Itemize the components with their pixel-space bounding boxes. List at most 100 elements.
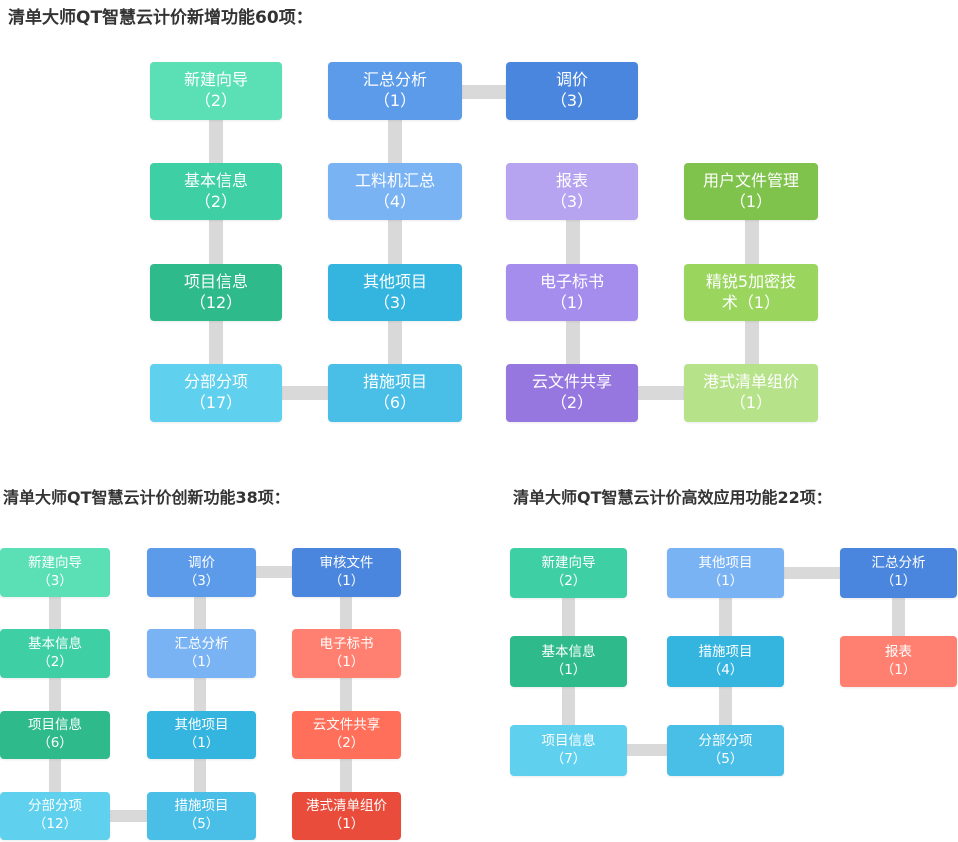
- box-count: （1）: [183, 653, 220, 670]
- feature-box-basic-info: 基本信息（2）: [150, 163, 282, 220]
- box-count: （5）: [183, 816, 220, 832]
- box-count: （2）: [328, 735, 365, 751]
- box-count: （1）: [373, 91, 417, 110]
- box-count: （1）: [880, 573, 917, 589]
- connector: [340, 678, 352, 711]
- feature-box-other-items: 其他项目（3）: [328, 264, 462, 321]
- feature-box-reports: 报表（3）: [506, 163, 638, 220]
- box-label: 基本信息: [183, 170, 248, 190]
- box-label: 项目信息: [28, 717, 82, 734]
- feature-box-price-adjust: 调价（3）: [506, 62, 638, 120]
- box-count: （3）: [37, 572, 73, 589]
- connector: [340, 759, 352, 792]
- box-count: （2）: [37, 653, 73, 670]
- box-label: 云文件共享: [531, 372, 612, 392]
- connector: [745, 321, 759, 364]
- box-label: 调价: [555, 70, 588, 90]
- connector: [562, 687, 575, 725]
- box-label: 报表: [555, 170, 588, 190]
- box-label: 其他项目: [362, 271, 427, 291]
- feature-box-user-files: 用户文件管理（1）: [684, 163, 818, 220]
- feature-box-summary-analysis: 汇总分析（1）: [840, 548, 957, 598]
- connector: [194, 759, 206, 792]
- connector: [638, 386, 684, 400]
- connector: [209, 120, 223, 163]
- feature-box-reports: 报表（1）: [840, 636, 957, 687]
- box-count: （6）: [37, 735, 73, 751]
- box-count: （1）: [328, 653, 365, 670]
- feature-box-basic-info: 基本信息（1）: [510, 636, 627, 687]
- feature-box-other-items: 其他项目（1）: [667, 548, 784, 598]
- box-label: 汇总分析: [174, 635, 229, 652]
- efficiency-title: 清单大师QT智慧云计价高效应用功能22项：: [513, 488, 832, 507]
- box-count: （2）: [194, 191, 238, 211]
- box-label: 报表: [885, 643, 912, 660]
- box-count: （1）: [880, 661, 917, 678]
- connector: [562, 598, 575, 636]
- box-label: 新建向导: [541, 555, 596, 572]
- connector: [719, 687, 732, 725]
- box-count: （3）: [550, 91, 594, 110]
- connector: [892, 598, 905, 636]
- feature-box-materials-summary: 工料机汇总（4）: [328, 163, 462, 220]
- feature-box-e-bid: 电子标书（1）: [292, 629, 401, 678]
- feature-box-project-info: 项目信息（6）: [0, 711, 110, 759]
- box-label: 港式清单组价: [306, 798, 387, 815]
- box-label: 调价: [188, 554, 215, 571]
- feature-box-project-info: 项目信息（12）: [150, 264, 282, 321]
- feature-box-hk-pricing: 港式清单组价（1）: [684, 364, 818, 422]
- connector: [209, 321, 223, 364]
- feature-box-sub-items: 分部分项（5）: [667, 725, 784, 776]
- box-label: 基本信息: [28, 635, 82, 652]
- connector: [194, 597, 206, 629]
- feature-box-sub-items: 分部分项（17）: [150, 364, 282, 422]
- box-count: （17）: [189, 393, 243, 412]
- box-count: （2）: [194, 91, 238, 110]
- box-label: 基本信息: [541, 643, 596, 660]
- connector: [462, 85, 506, 99]
- box-count: （12）: [32, 816, 78, 832]
- box-count: （4）: [707, 661, 744, 678]
- feature-box-cloud-share: 云文件共享（2）: [292, 711, 401, 759]
- feature-box-price-adjust: 调价（3）: [147, 548, 256, 597]
- box-count: （7）: [550, 750, 587, 767]
- connector: [566, 321, 580, 364]
- box-label: 电子标书: [539, 271, 604, 291]
- box-label: 工料机汇总: [354, 170, 435, 190]
- connector: [784, 567, 840, 579]
- feature-box-new-wizard: 新建向导（2）: [150, 62, 282, 120]
- feature-box-basic-info: 基本信息（2）: [0, 629, 110, 678]
- feature-box-measure-items: 措施项目（4）: [667, 636, 784, 687]
- box-label: 措施项目: [698, 643, 753, 660]
- box-count: （2）: [550, 573, 587, 589]
- box-label: 分部分项: [698, 732, 753, 749]
- connector: [627, 744, 667, 756]
- box-count: （1）: [707, 573, 744, 589]
- box-count: （3）: [550, 191, 594, 211]
- box-count: （1）: [328, 572, 365, 589]
- box-label: 汇总分析: [362, 70, 427, 90]
- box-label: 分部分项: [183, 372, 248, 392]
- box-label: 分部分项: [28, 798, 82, 815]
- box-label: 电子标书: [319, 635, 374, 652]
- feature-box-sub-items: 分部分项（12）: [0, 792, 110, 840]
- box-label: 项目信息: [541, 732, 596, 749]
- box-label: 其他项目: [698, 555, 753, 572]
- feature-box-measure-items: 措施项目（5）: [147, 792, 256, 840]
- connector: [49, 759, 61, 792]
- box-count: （5）: [707, 750, 744, 767]
- box-count: （1）: [729, 191, 773, 211]
- main-title: 清单大师QT智慧云计价新增功能60项：: [8, 8, 313, 28]
- connector: [256, 566, 292, 578]
- connector: [49, 597, 61, 629]
- feature-box-encryption: 精锐5加密技术（1）: [684, 264, 818, 321]
- feature-box-new-wizard: 新建向导（3）: [0, 548, 110, 597]
- box-label: 汇总分析: [871, 555, 926, 572]
- connector: [745, 220, 759, 264]
- feature-box-review-files: 审核文件（1）: [292, 548, 401, 597]
- box-count: （3）: [183, 572, 220, 589]
- feature-box-project-info: 项目信息（7）: [510, 725, 627, 776]
- feature-box-cloud-share: 云文件共享（2）: [506, 364, 638, 422]
- box-label: 新建向导: [28, 554, 82, 571]
- connector: [340, 597, 352, 629]
